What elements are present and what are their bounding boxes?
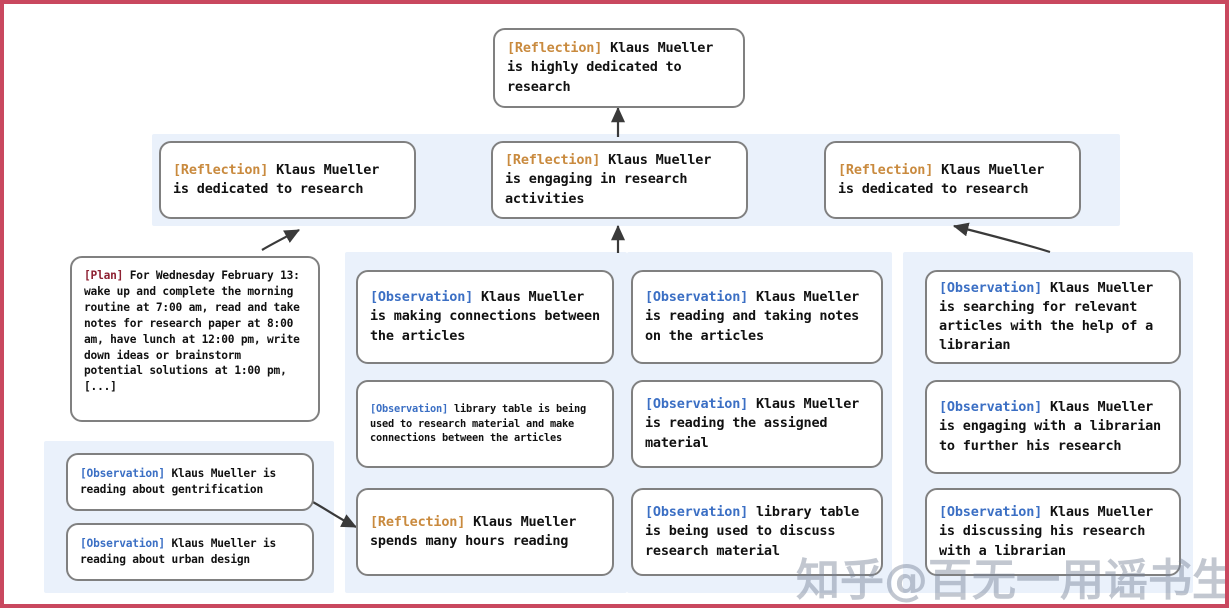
tag-observation: [Observation] <box>939 279 1043 296</box>
tag-reflection: [Reflection] <box>505 152 601 169</box>
node-reflection-2[interactable]: [Reflection] Klaus Mueller is engaging i… <box>491 141 748 219</box>
tag-plan: [Plan] <box>84 269 124 282</box>
node-plan[interactable]: [Plan] For Wednesday February 13: wake u… <box>70 256 320 422</box>
node-observation-b1[interactable]: [Observation] Klaus Mueller is making co… <box>356 270 614 364</box>
node-text: library table is being used to research … <box>370 403 592 445</box>
node-text: Klaus Mueller is engaging with a librari… <box>939 399 1169 454</box>
node-text: Klaus Mueller is discussing his research… <box>939 504 1161 559</box>
tag-reflection: [Reflection] <box>507 40 603 57</box>
node-observation-c1[interactable]: [Observation] Klaus Mueller is reading a… <box>631 270 883 364</box>
node-root-reflection[interactable]: [Reflection] Klaus Mueller is highly ded… <box>493 28 745 108</box>
tag-reflection: [Reflection] <box>370 513 466 530</box>
tag-observation: [Observation] <box>645 396 749 413</box>
tag-observation: [Observation] <box>939 504 1043 521</box>
node-text: Klaus Mueller is reading the assigned ma… <box>645 396 867 451</box>
node-text: Klaus Mueller is engaging in research ac… <box>505 152 720 207</box>
node-text: Klaus Mueller is dedicated to research <box>173 161 388 197</box>
tag-observation: [Observation] <box>645 289 749 306</box>
node-text: For Wednesday February 13: wake up and c… <box>84 269 307 394</box>
tag-observation: [Observation] <box>370 289 474 306</box>
tag-observation: [Observation] <box>370 403 448 416</box>
tag-observation: [Observation] <box>80 537 165 551</box>
node-observation-a1[interactable]: [Observation] Klaus Mueller is reading a… <box>66 453 314 511</box>
tag-reflection: [Reflection] <box>838 161 934 178</box>
node-text: Klaus Mueller is reading about urban des… <box>80 537 283 566</box>
node-text: library table is being used to discuss r… <box>645 504 867 559</box>
node-observation-c2[interactable]: [Observation] Klaus Mueller is reading t… <box>631 380 883 468</box>
node-reflection-3[interactable]: [Reflection] Klaus Mueller is dedicated … <box>824 141 1081 219</box>
tag-observation: [Observation] <box>645 504 749 521</box>
node-observation-d1[interactable]: [Observation] Klaus Mueller is searching… <box>925 270 1181 364</box>
node-reflection-1[interactable]: [Reflection] Klaus Mueller is dedicated … <box>159 141 416 219</box>
node-observation-c3[interactable]: [Observation] library table is being use… <box>631 488 883 576</box>
node-observation-b2[interactable]: [Observation] library table is being use… <box>356 380 614 468</box>
tag-observation: [Observation] <box>80 467 165 481</box>
tag-reflection: [Reflection] <box>173 161 269 178</box>
node-text: Klaus Mueller is searching for relevant … <box>939 279 1161 354</box>
node-text: Klaus Mueller is dedicated to research <box>838 161 1053 197</box>
node-observation-a2[interactable]: [Observation] Klaus Mueller is reading a… <box>66 523 314 581</box>
node-observation-d3[interactable]: [Observation] Klaus Mueller is discussin… <box>925 488 1181 576</box>
node-text: Klaus Mueller is reading about gentrific… <box>80 467 283 496</box>
tag-observation: [Observation] <box>939 399 1043 416</box>
node-observation-d2[interactable]: [Observation] Klaus Mueller is engaging … <box>925 380 1181 474</box>
node-text: Klaus Mueller is highly dedicated to res… <box>507 40 722 95</box>
node-reflection-b3[interactable]: [Reflection] Klaus Mueller spends many h… <box>356 488 614 576</box>
node-text: Klaus Mueller spends many hours reading <box>370 513 585 549</box>
node-text: Klaus Mueller is making connections betw… <box>370 289 608 344</box>
node-text: Klaus Mueller is reading and taking note… <box>645 289 867 344</box>
